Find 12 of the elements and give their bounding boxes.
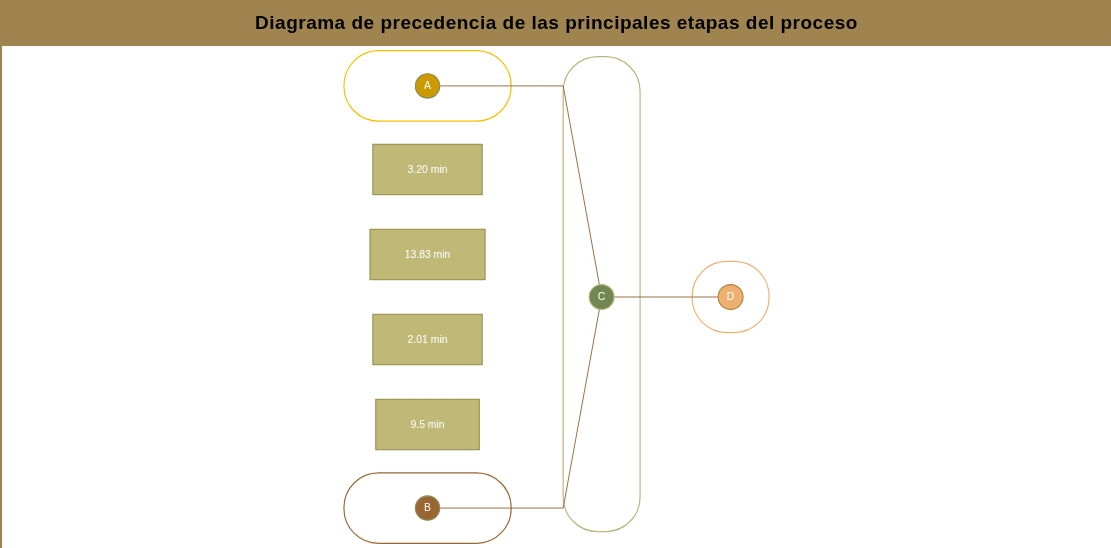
node-circle: D <box>717 284 744 310</box>
node-circle: A <box>414 73 441 99</box>
node-box: 13.83 min <box>369 228 486 281</box>
node-circle: C <box>588 284 615 310</box>
node-box: 3.20 min <box>372 143 483 196</box>
title-banner: Diagrama de precedencia de las principales etapas del proceso <box>2 0 1111 46</box>
node-circle: B <box>414 495 441 521</box>
cluster <box>562 56 641 533</box>
connector <box>439 308 600 509</box>
node-box: 2.01 min <box>372 313 483 366</box>
connector <box>439 85 600 286</box>
node-box: 9.5 min <box>375 398 480 451</box>
